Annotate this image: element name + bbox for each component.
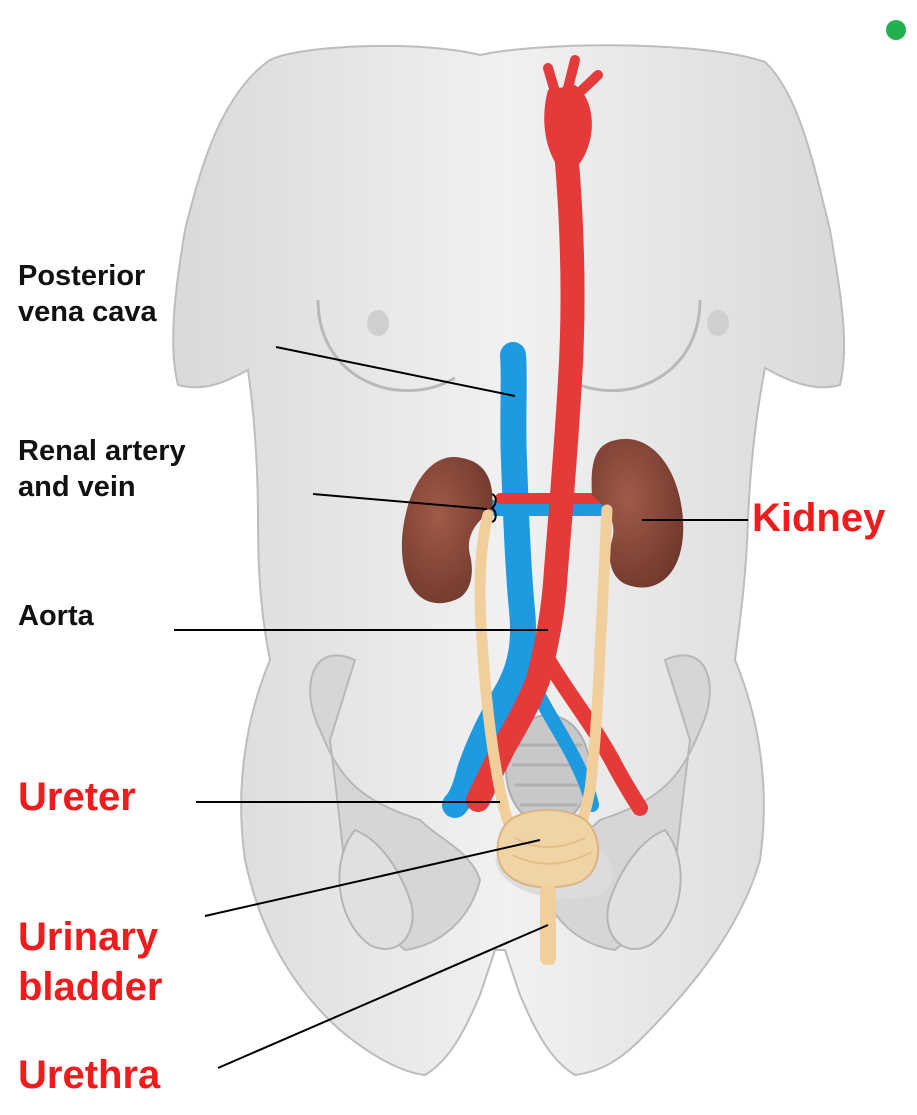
label-renal-artery-vein: Renal artery and vein xyxy=(18,433,186,506)
label-aorta: Aorta xyxy=(18,598,94,634)
label-kidney: Kidney xyxy=(752,493,885,543)
label-ureter: Ureter xyxy=(18,772,136,822)
label-posterior-vena-cava: Posterior vena cava xyxy=(18,258,157,331)
nipple-right xyxy=(707,310,729,336)
green-bullet-icon xyxy=(886,20,906,40)
nipple-left xyxy=(367,310,389,336)
urinary-bladder xyxy=(498,810,599,887)
label-urethra: Urethra xyxy=(18,1050,160,1100)
label-urinary-bladder: Urinary bladder xyxy=(18,912,162,1012)
